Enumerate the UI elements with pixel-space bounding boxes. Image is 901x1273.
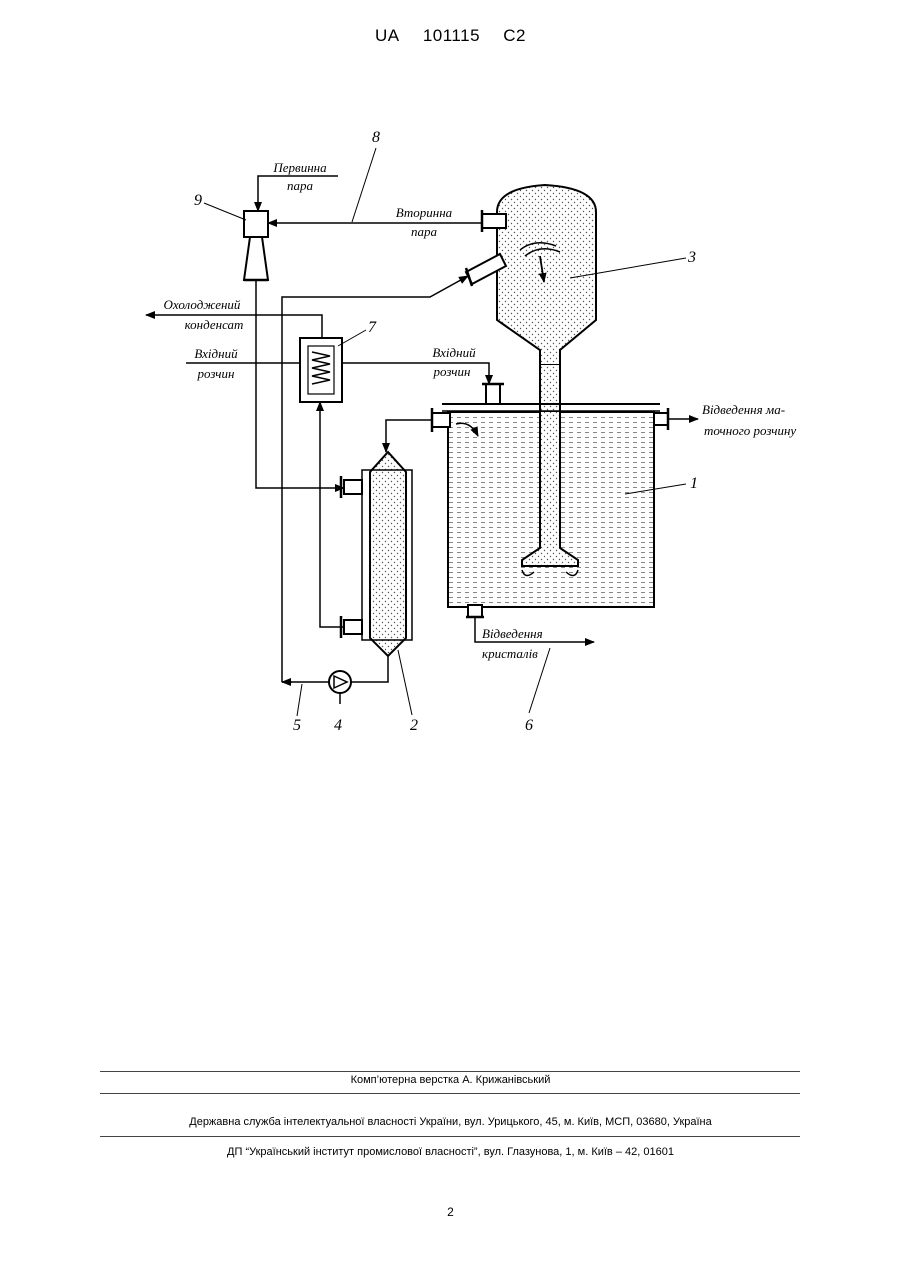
ref-number-5: 5 (293, 717, 301, 734)
footer-divider-bottom (100, 1136, 800, 1137)
vapor-outlet-nozzle (482, 214, 506, 228)
label-input-solution-right-line2: розчин (433, 364, 471, 379)
label-input-solution-right-line1: Вхідний (432, 345, 476, 360)
label-mother-liquor-line1: Відведення ма- (702, 402, 785, 417)
footer-ip-service: Державна служба інтелектуальної власност… (0, 1116, 901, 1128)
ref-number-9: 9 (194, 192, 202, 209)
ref-number-4: 4 (334, 717, 342, 734)
page-number: 2 (0, 1205, 901, 1219)
label-crystals-line1: Відведення (482, 626, 543, 641)
separator-vessel-3 (497, 185, 596, 365)
ref-number-3: 3 (687, 249, 696, 266)
ref-number-7: 7 (368, 319, 377, 336)
label-mother-liquor-line2: точного розчину (704, 423, 796, 438)
heat-exchanger-2 (341, 452, 412, 656)
footer-divider-top (100, 1071, 800, 1072)
pump-4 (329, 671, 351, 693)
ref-number-8: 8 (372, 129, 380, 146)
ref-number-2: 2 (410, 717, 418, 734)
label-secondary-steam-line2: пара (411, 224, 438, 239)
ref-number-1: 1 (690, 475, 698, 492)
label-cooled-condensate-line1: Охолоджений (164, 297, 241, 312)
thermocompressor-9 (244, 211, 268, 280)
label-input-solution-left-line2: розчин (197, 366, 235, 381)
ref-number-6: 6 (525, 717, 533, 734)
footer-institute: ДП “Український інститут промислової вла… (0, 1146, 901, 1158)
label-crystals-line2: кристалів (482, 646, 538, 661)
label-secondary-steam-line1: Вторинна (396, 205, 453, 220)
footer-divider-middle (100, 1093, 800, 1094)
label-cooled-condensate-line2: конденсат (185, 317, 244, 332)
process-diagram: Первинна пара Вторинна пара Охолоджений … (0, 0, 901, 760)
label-input-solution-left-line1: Вхідний (194, 346, 238, 361)
label-primary-steam-line2: пара (287, 178, 314, 193)
footer-layout-credit: Комп’ютерна верстка А. Крижанівський (0, 1074, 901, 1086)
label-primary-steam-line1: Первинна (272, 160, 327, 175)
preheater-7 (300, 338, 342, 402)
